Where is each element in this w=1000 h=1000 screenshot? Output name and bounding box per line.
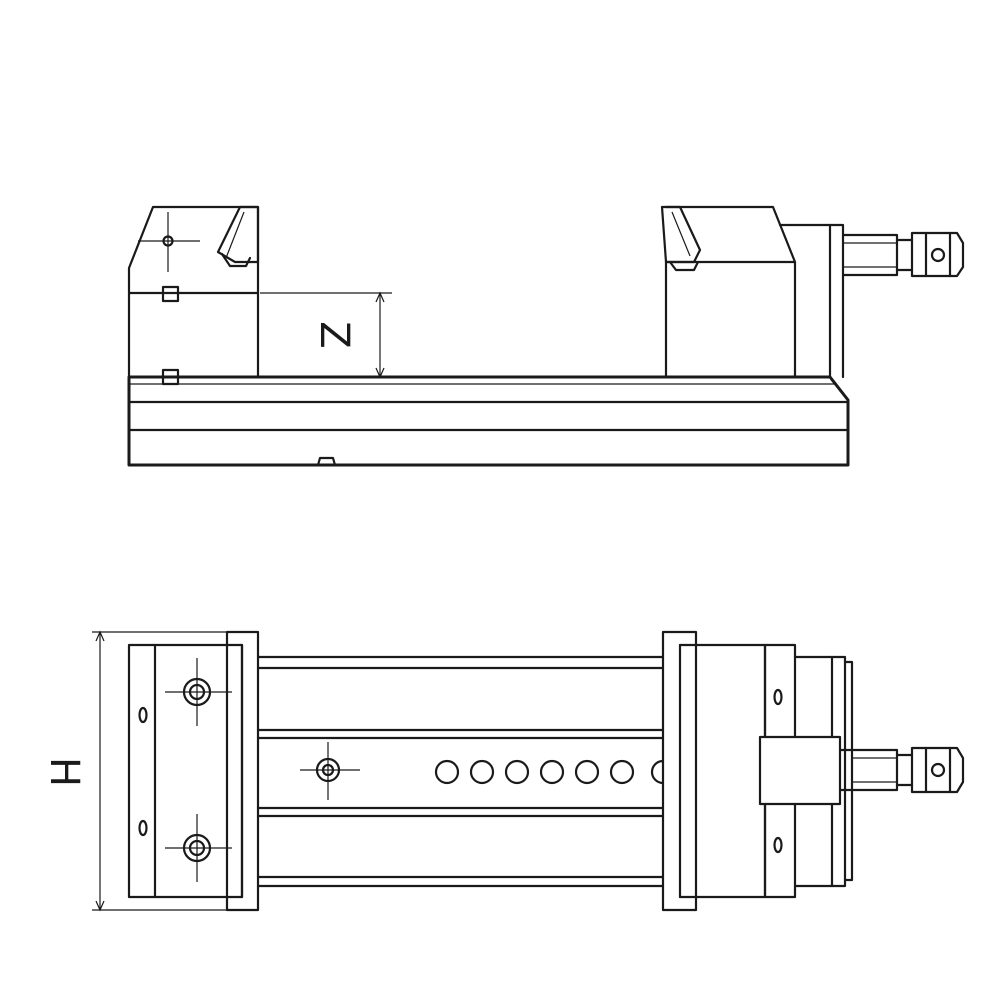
h-dimension: H — [41, 630, 227, 912]
z-label: Z — [311, 321, 357, 348]
top-rails — [256, 655, 665, 888]
z-dimension: Z — [260, 291, 392, 379]
top-bolt-upper — [165, 658, 232, 726]
top-position-holes — [434, 759, 665, 785]
top-view: H — [41, 630, 965, 912]
top-bolt-lower — [165, 814, 232, 882]
top-fixed-jaw — [127, 630, 260, 912]
side-movable-jaw — [660, 205, 965, 379]
top-movable-jaw — [661, 630, 965, 912]
side-view: Z — [127, 205, 965, 467]
side-fixed-jaw — [127, 205, 260, 386]
side-base — [127, 375, 850, 467]
h-label: H — [41, 757, 87, 787]
top-center-hole — [300, 742, 360, 800]
